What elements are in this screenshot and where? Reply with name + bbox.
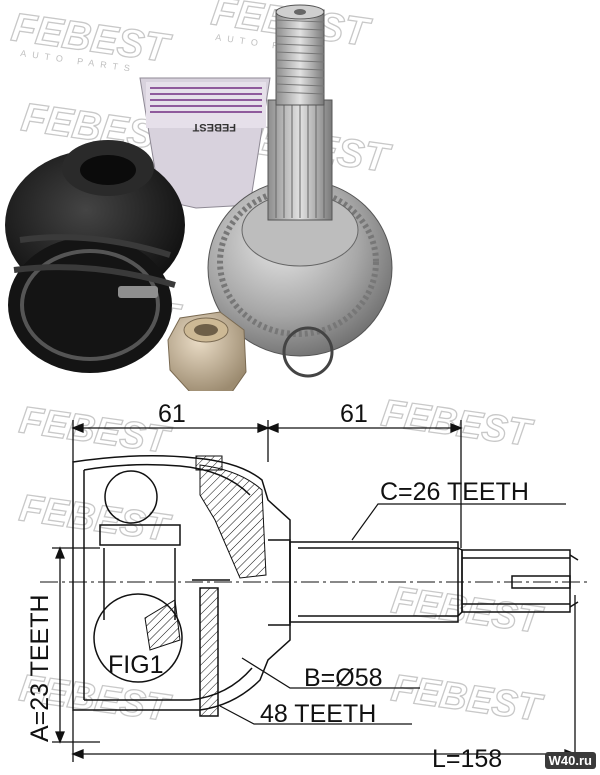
product-photo: FEBEST AUTO PARTS FEBEST AUTO PARTS FEBE…	[5, 0, 396, 392]
figure-label: FIG1	[108, 651, 164, 679]
cv-joint-photo	[207, 4, 393, 378]
grease-packet: FEBEST	[139, 77, 271, 209]
package-label: FEBEST	[192, 121, 236, 133]
hatched-section-nut	[195, 455, 223, 471]
source-badge: W40.ru	[544, 752, 596, 769]
watermark-brand: FEBEST	[17, 487, 174, 550]
dim-abs-teeth: 48 TEETH	[260, 700, 376, 728]
watermark-brand: FEBEST	[389, 667, 546, 730]
technical-drawing: FEBEST FEBEST FEBEST FEBEST FEBEST FEBES…	[0, 392, 600, 775]
dim-outer-teeth: C=26 TEETH	[380, 478, 529, 506]
dim-inner-teeth: A=23 TEETH	[26, 594, 54, 742]
cross-section-diagram: FEBEST FEBEST FEBEST FEBEST FEBEST FEBES…	[16, 392, 590, 773]
dim-diameter: B=Ø58	[304, 664, 383, 692]
hub-nut	[167, 311, 247, 392]
dimension-lines	[52, 420, 577, 762]
watermark-brand: FEBEST	[17, 399, 174, 462]
hatched-section-lower	[144, 599, 181, 651]
product-photo-drawing: FEBEST AUTO PARTS FEBEST AUTO PARTS FEBE…	[5, 0, 396, 392]
hatched-section-upper	[199, 464, 267, 579]
abs-ring-teeth	[199, 587, 219, 717]
watermark-brand: FEBEST	[379, 392, 536, 455]
stub-shaft	[268, 539, 579, 626]
rubber-boot	[5, 140, 185, 373]
leader-lines	[219, 503, 566, 725]
dim-left-length: 61	[158, 400, 186, 428]
dim-total-length: L=158	[432, 745, 502, 773]
watermark: FEBEST FEBEST FEBEST FEBEST FEBEST FEBES…	[16, 392, 546, 731]
dim-right-length: 61	[340, 400, 368, 428]
